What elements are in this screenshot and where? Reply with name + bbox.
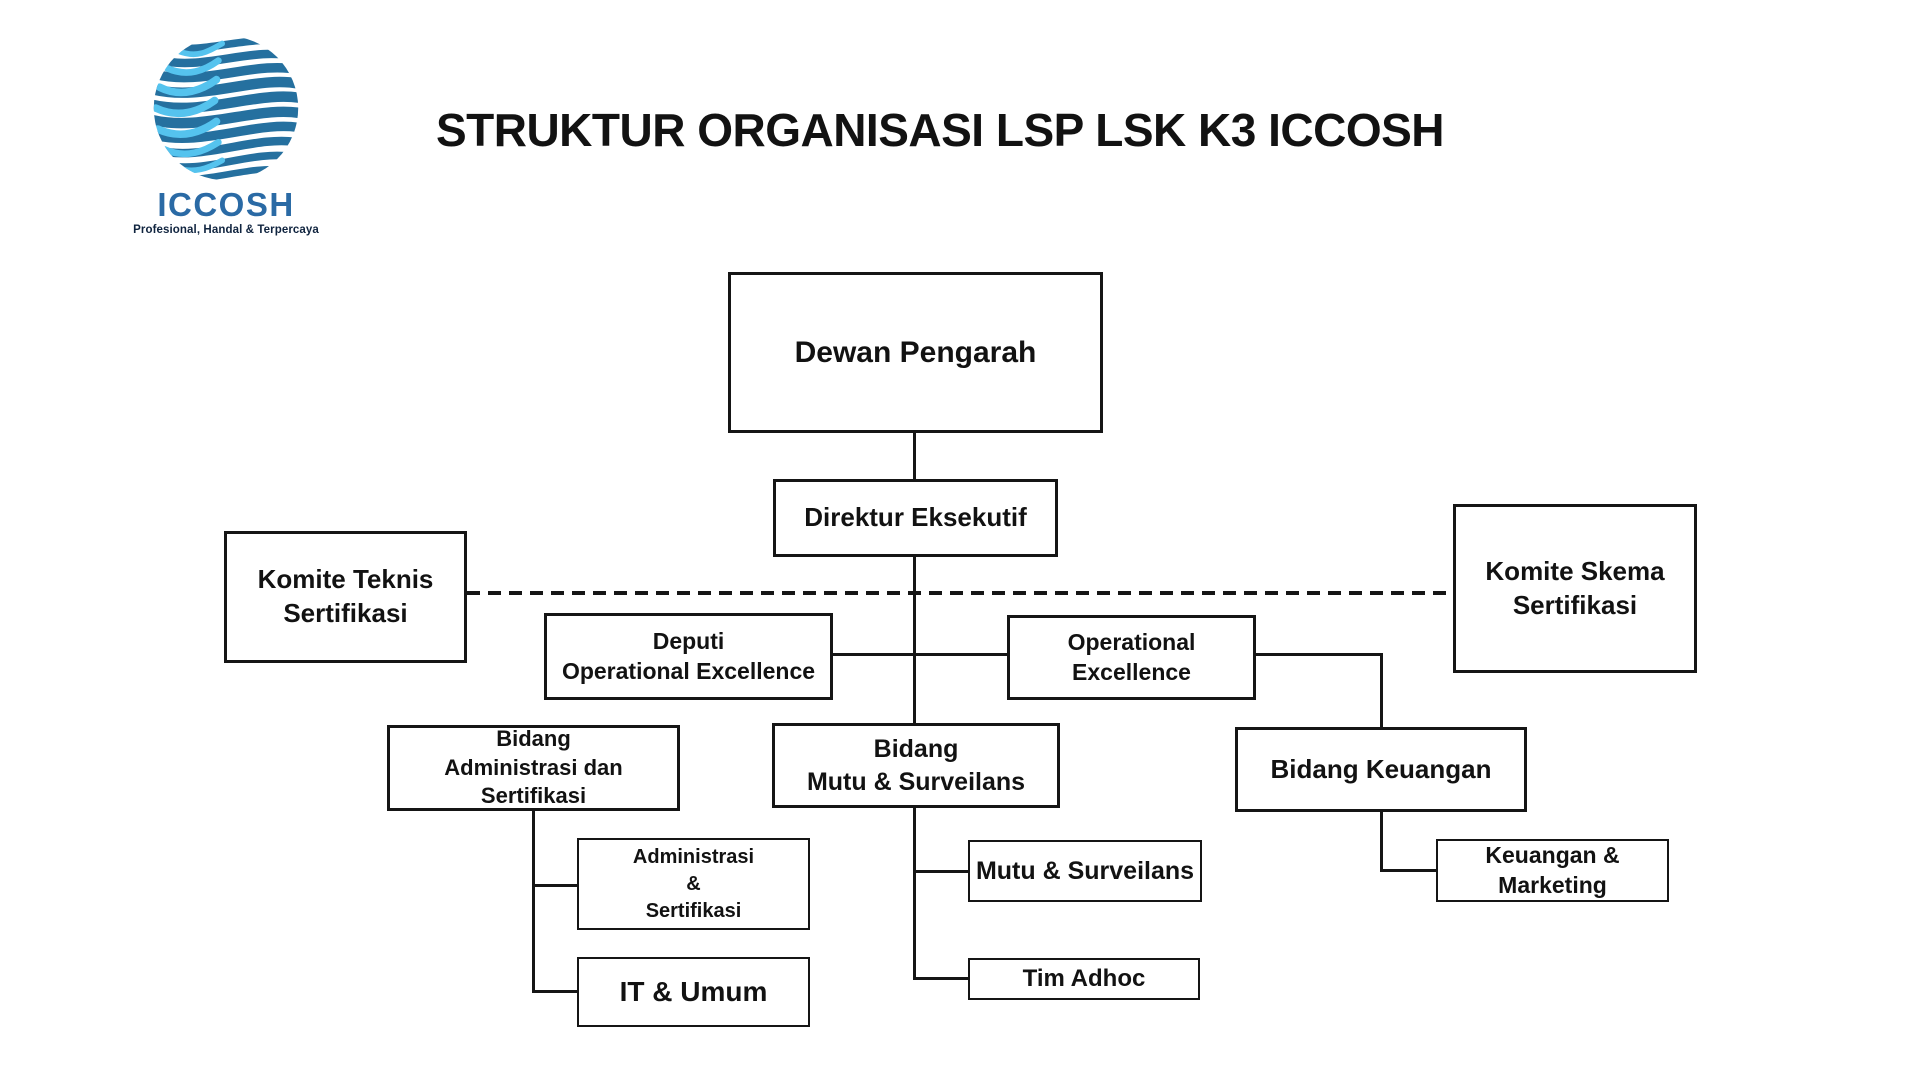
iccosh-logo: ICCOSH Profesional, Handal & Terpercaya — [128, 26, 324, 236]
node-operational-excellence: Operational Excellence — [1007, 615, 1256, 700]
connector-oe-keuangan-v — [1380, 653, 1383, 727]
node-dewan-pengarah: Dewan Pengarah — [728, 272, 1103, 433]
connector-oe-keuangan-h — [1256, 653, 1383, 656]
node-direktur-eksekutif: Direktur Eksekutif — [773, 479, 1058, 557]
connector-keuangan-marketing — [1380, 869, 1436, 872]
node-keuangan-marketing: Keuangan & Marketing — [1436, 839, 1669, 902]
connector-keuangan-children-v — [1380, 812, 1383, 872]
node-it-umum: IT & Umum — [577, 957, 810, 1027]
connector-mutu-children-v — [913, 808, 916, 979]
connector-mutu-surveilans — [913, 870, 968, 873]
connector-dewan-direktur — [913, 433, 916, 479]
connector-dashed-komite — [467, 591, 1453, 595]
connector-direktur-bidang-mutu — [913, 557, 916, 723]
node-bidang-mutu-surveilans: Bidang Mutu & Surveilans — [772, 723, 1060, 808]
connector-deputi-oe — [833, 653, 1008, 656]
connector-it-umum — [532, 990, 577, 993]
connector-administrasi-sertifikasi — [532, 884, 577, 887]
page-title: STRUKTUR ORGANISASI LSP LSK K3 ICCOSH — [435, 104, 1445, 156]
node-komite-teknis-sertifikasi: Komite Teknis Sertifikasi — [224, 531, 467, 663]
node-deputi-operational-excellence: Deputi Operational Excellence — [544, 613, 833, 700]
connector-tim-adhoc — [913, 977, 968, 980]
node-tim-adhoc: Tim Adhoc — [968, 958, 1200, 1000]
node-bidang-administrasi-sertifikasi: Bidang Administrasi dan Sertifikasi — [387, 725, 680, 811]
node-bidang-keuangan: Bidang Keuangan — [1235, 727, 1527, 812]
node-administrasi-sertifikasi: Administrasi & Sertifikasi — [577, 838, 810, 930]
node-mutu-surveilans: Mutu & Surveilans — [968, 840, 1202, 902]
iccosh-globe-icon — [153, 36, 299, 181]
node-komite-skema-sertifikasi: Komite Skema Sertifikasi — [1453, 504, 1697, 673]
logo-tagline: Profesional, Handal & Terpercaya — [133, 224, 319, 236]
logo-wordmark: ICCOSH — [157, 186, 295, 223]
connector-admin-children-v — [532, 811, 535, 993]
